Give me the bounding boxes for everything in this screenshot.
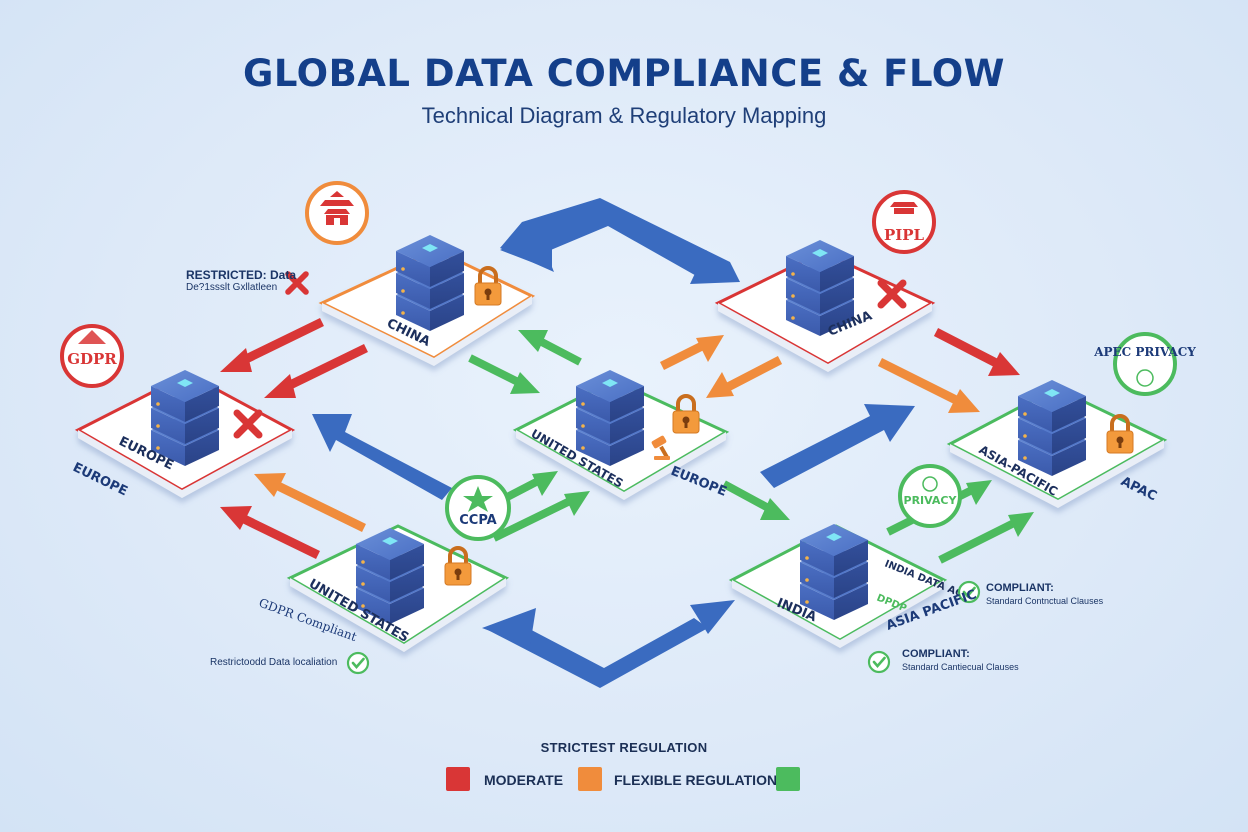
server-icon — [151, 370, 219, 466]
note-restricted-sub: De?1ssslt Gxllatleen — [186, 282, 278, 293]
orange-arrow-4 — [877, 357, 980, 413]
legend-label-moderate: MODERATE — [484, 772, 564, 788]
badge-apec-privacy: APEC PRIVACY — [1093, 332, 1196, 396]
orange-arrow-3 — [706, 356, 783, 398]
note-compliant-2-sub: Standard Cantiecual Clauses — [902, 662, 1019, 672]
region-label-europe-side: EUROPE — [70, 460, 130, 499]
green-arrow-5 — [722, 480, 790, 520]
note-compliant-1-title: COMPLIANT: — [986, 582, 1054, 594]
red-arrow-4 — [933, 328, 1020, 376]
flow-arrows — [220, 198, 1034, 688]
badge-ccpa: CCPA — [445, 475, 511, 541]
blue-flow-arrow-bottom — [482, 600, 735, 688]
note-compliant-1-sub: Standard Contnctual Clauses — [986, 596, 1104, 606]
badge-privacy: PRIVACY — [898, 464, 962, 528]
privacy-label: PRIVACY — [904, 494, 958, 507]
green-arrow-2 — [468, 354, 540, 394]
legend-item-green — [776, 767, 802, 791]
page-subtitle: Technical Diagram & Regulatory Mapping — [421, 103, 827, 128]
note-restricted-local: Restrictoodd Data localiation — [210, 657, 338, 668]
blue-arrow-to-apac — [760, 404, 915, 488]
red-arrow-1 — [220, 317, 324, 372]
lock-icon — [671, 394, 701, 435]
gdpr-label: GDPR — [67, 350, 117, 368]
legend-title: STRICTEST REGULATION — [540, 740, 708, 755]
check-icon — [867, 650, 891, 674]
legend-swatch-strict — [446, 767, 470, 791]
green-arrow-4 — [492, 491, 590, 542]
pipl-label: PIPL — [884, 226, 925, 244]
server-icon — [396, 235, 464, 331]
gavel-icon — [651, 435, 670, 460]
ccpa-label: CCPA — [459, 513, 496, 528]
apec-label: APEC PRIVACY — [1093, 345, 1196, 359]
server-icon — [1018, 380, 1086, 476]
orange-arrow-1 — [254, 473, 366, 533]
server-icon — [576, 370, 644, 466]
legend-item-moderate: MODERATE — [446, 767, 576, 791]
blue-flow-arrow-top — [500, 198, 740, 284]
region-label-apac: APAC — [1118, 474, 1159, 504]
red-arrow-2 — [264, 343, 368, 398]
server-icon — [800, 524, 868, 620]
badge-pipl: PIPL — [872, 190, 936, 254]
region-label-europe-center: EUROPE — [669, 464, 729, 500]
green-arrow-7 — [938, 512, 1034, 564]
red-arrow-3 — [220, 506, 320, 560]
check-icon — [346, 651, 370, 675]
legend-item-flexible: FLEXIBLE REGULATION — [578, 767, 777, 791]
note-compliant-2-title: COMPLIANT: — [902, 648, 970, 660]
page-title: GLOBAL DATA COMPLIANCE & FLOW — [243, 52, 1005, 95]
note-restricted: RESTRICTED: Data — [186, 266, 296, 284]
blue-arrow-to-europe — [312, 414, 452, 500]
badge-gdpr: GDPR — [60, 324, 124, 388]
legend-label-flexible: FLEXIBLE REGULATION — [614, 772, 778, 788]
legend-swatch-flexible — [776, 767, 800, 791]
orange-arrow-2 — [659, 335, 724, 371]
note-restricted-title: RESTRICTED: Data — [186, 268, 297, 282]
badge-china-pagoda — [305, 181, 369, 245]
legend-swatch-moderate — [578, 767, 602, 791]
green-arrow-1 — [518, 330, 582, 366]
